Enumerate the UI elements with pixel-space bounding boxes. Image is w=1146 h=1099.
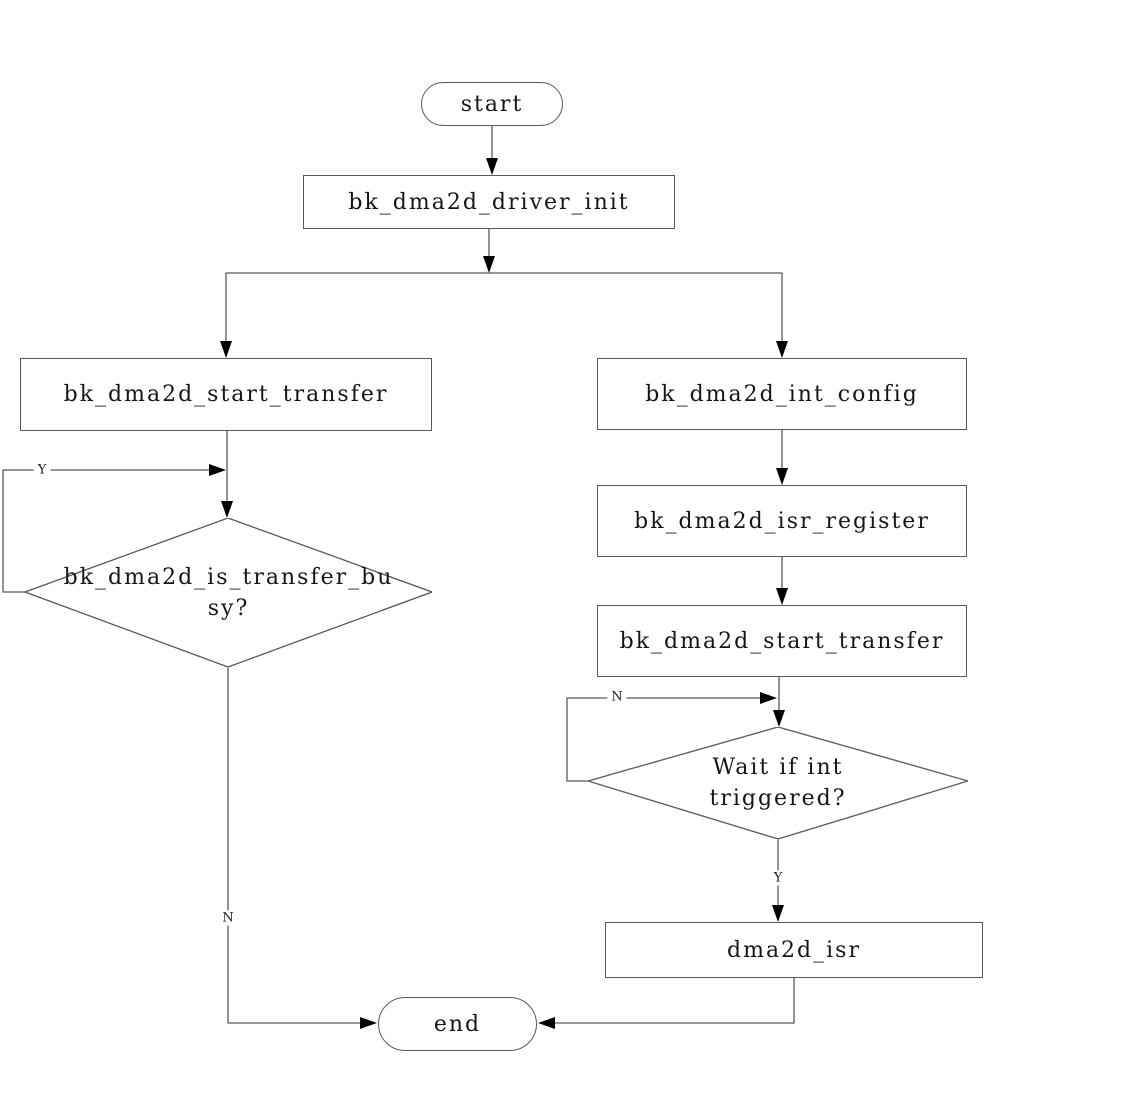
arrowhead-down-int-config (776, 341, 788, 358)
edge-wait-no-loop (566, 697, 760, 782)
node-isr-register: bk_dma2d_isr_register (597, 485, 967, 557)
node-busy-check-line2: sy? (207, 595, 250, 621)
edge-dma2d-isr-to-end (555, 978, 795, 1024)
node-end-label: end (433, 1011, 482, 1037)
node-int-config: bk_dma2d_int_config (597, 358, 967, 430)
arrowhead-down-isr-register (776, 468, 788, 485)
busy-check-diamond-shape (25, 518, 432, 667)
node-driver-init-label: bk_dma2d_driver_init (348, 189, 630, 215)
edge-label-wait-yes: Y (769, 870, 787, 886)
arrowhead-down-wait-int (773, 710, 785, 727)
arrowhead-left-end-right (538, 1017, 555, 1029)
node-dma2d-isr: dma2d_isr (605, 922, 983, 978)
arrowhead-right-end-left (360, 1017, 377, 1029)
node-busy-check-line1: bk_dma2d_is_transfer_bu (63, 564, 394, 590)
node-start: start (421, 82, 563, 126)
node-dma2d-isr-label: dma2d_isr (727, 937, 861, 963)
node-busy-check: bk_dma2d_is_transfer_bu sy? (25, 518, 432, 667)
arrowhead-down-left-box (220, 341, 232, 358)
node-int-config-label: bk_dma2d_int_config (645, 381, 919, 407)
node-start-transfer-left-label: bk_dma2d_start_transfer (63, 382, 389, 407)
node-isr-register-label: bk_dma2d_isr_register (634, 508, 930, 534)
edge-label-busy-yes: Y (33, 462, 51, 478)
arrowhead-right-wait-loop (760, 692, 777, 704)
arrowhead-down-driver-init (486, 158, 498, 175)
node-driver-init: bk_dma2d_driver_init (303, 175, 675, 229)
arrowhead-down-right-transfer (776, 588, 788, 605)
arrowhead-down-split (483, 256, 495, 273)
edge-label-wait-no: N (607, 689, 627, 705)
node-wait-int-line2: triggered? (709, 786, 847, 811)
arrowhead-down-dma2d-isr (772, 905, 784, 922)
node-start-transfer-right-label: bk_dma2d_start_transfer (619, 628, 945, 654)
node-start-transfer-left: bk_dma2d_start_transfer (20, 358, 432, 431)
node-start-label: start (460, 91, 524, 117)
node-wait-int: Wait if int triggered? (588, 727, 968, 839)
edge-busy-no-to-end (227, 667, 360, 1024)
node-start-transfer-right: bk_dma2d_start_transfer (597, 605, 967, 677)
edge-label-busy-no: N (218, 910, 238, 926)
arrowhead-down-busy-check (221, 501, 233, 518)
edge-busy-yes-loop (2, 469, 209, 593)
arrowhead-right-busy-loop (209, 464, 226, 476)
node-wait-int-line1: Wait if int (712, 755, 844, 780)
node-end: end (378, 997, 537, 1051)
wait-int-diamond-shape (588, 727, 968, 839)
